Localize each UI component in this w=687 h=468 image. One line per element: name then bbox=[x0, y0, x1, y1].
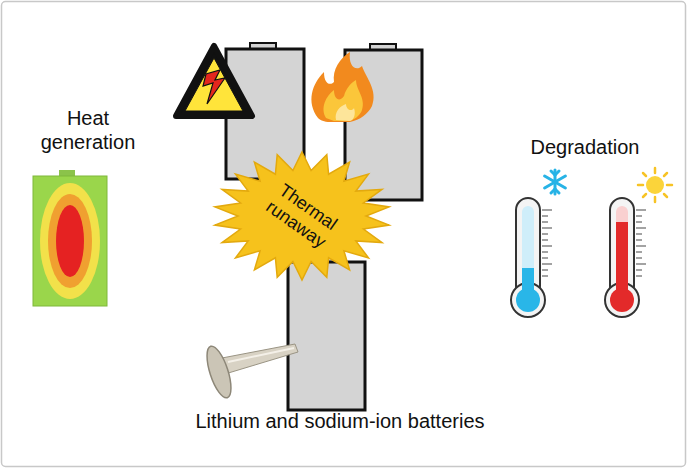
thermometer-hot bbox=[605, 198, 646, 317]
battery-cell bbox=[345, 44, 422, 200]
heat-generation-label: Heat generation bbox=[28, 106, 148, 154]
flame-icon bbox=[311, 52, 373, 122]
caption-label: Lithium and sodium-ion batteries bbox=[130, 409, 550, 433]
starburst-outline bbox=[215, 152, 389, 280]
thermometer-cold bbox=[511, 198, 552, 317]
nail bbox=[202, 344, 298, 401]
warning-sign bbox=[176, 46, 252, 116]
starburst-node: Thermal runaway bbox=[212, 150, 392, 282]
snowflake-icon bbox=[545, 170, 566, 194]
sun-icon bbox=[638, 168, 672, 202]
heat-map-cell bbox=[33, 170, 107, 306]
degradation-label: Degradation bbox=[505, 135, 665, 159]
battery-cell bbox=[288, 256, 365, 410]
